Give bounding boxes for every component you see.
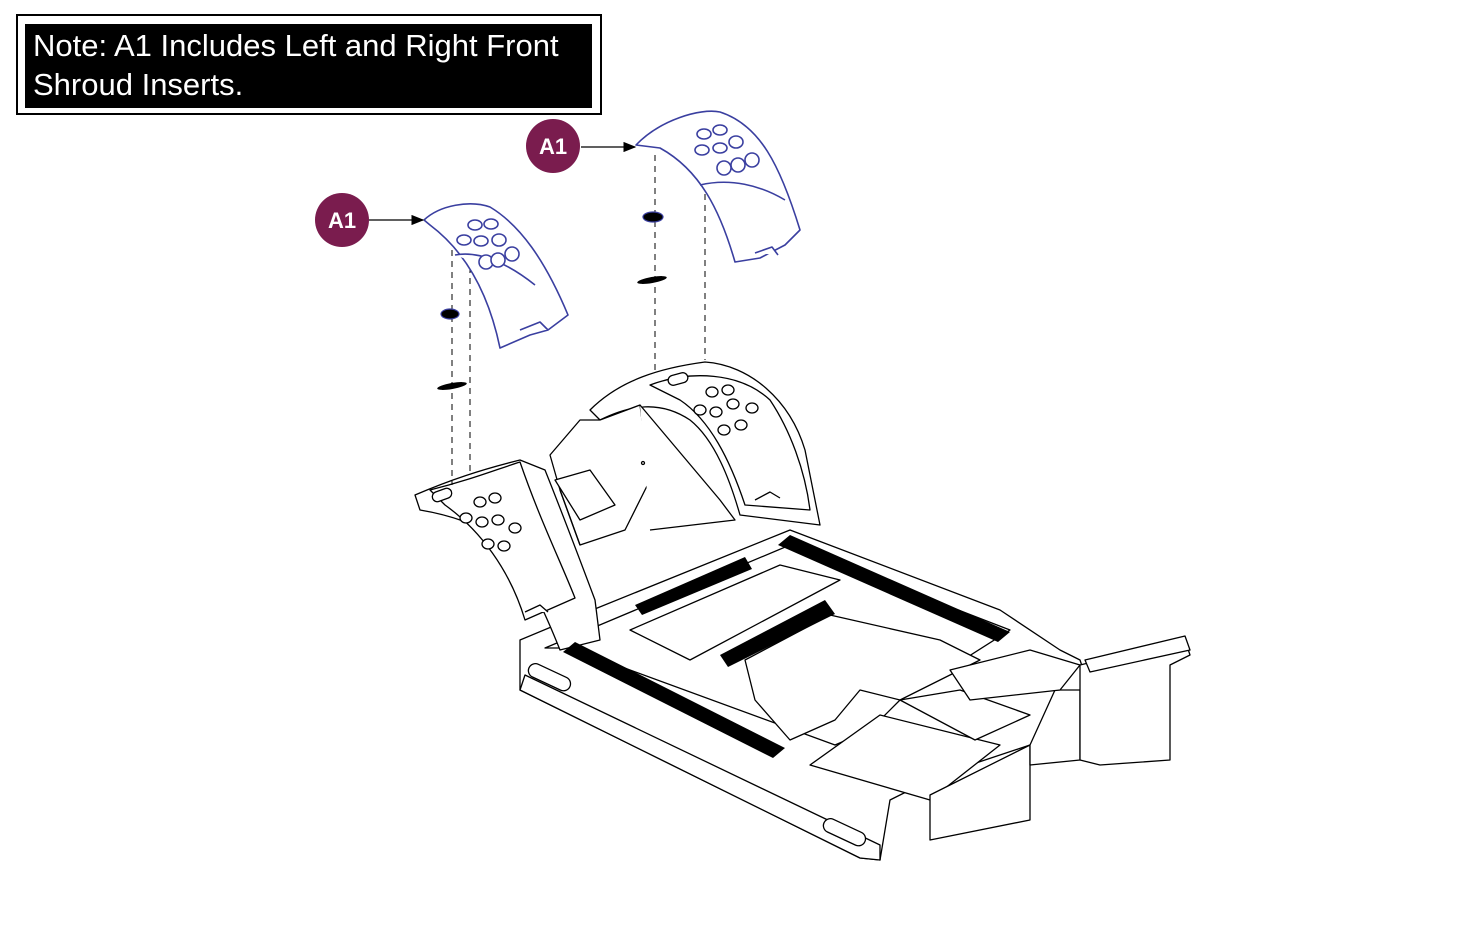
callout-circle [526, 119, 580, 173]
right-insert-holes [694, 124, 760, 176]
insert-fasteners [437, 211, 667, 390]
right-shroud-insert [635, 110, 801, 263]
floor-pad-strips [563, 535, 1010, 758]
right-shroud-holes [693, 384, 759, 436]
right-fender-shroud [549, 361, 821, 546]
right-plug [642, 211, 664, 223]
callout-leaders [369, 141, 637, 226]
floor-base [519, 529, 1191, 861]
left-fender-shroud [414, 459, 601, 651]
left-clip [437, 382, 467, 390]
note-text: Note: A1 Includes Left and Right Front S… [25, 24, 592, 108]
callout-label: A1 [539, 134, 567, 159]
left-insert-holes [456, 218, 520, 270]
right-clip [637, 276, 667, 284]
callout-a1-right: A1 [526, 119, 580, 173]
left-shroud-insert [423, 203, 569, 349]
callout-circle [315, 193, 369, 247]
left-shroud-holes [459, 492, 522, 552]
callout-a1-left: A1 [315, 193, 369, 247]
callout-label: A1 [328, 208, 356, 233]
left-plug [440, 308, 460, 320]
